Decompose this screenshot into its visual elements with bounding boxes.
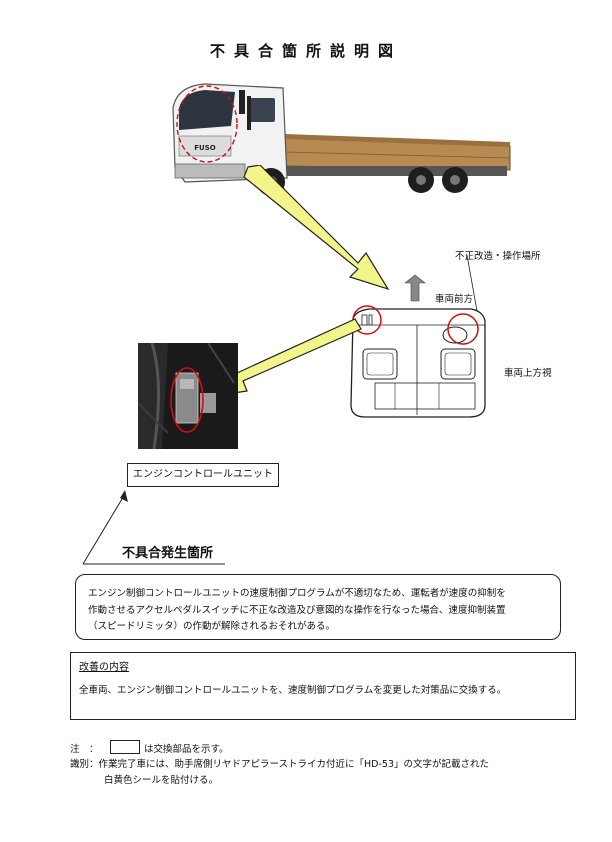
defect-description-box: エンジン制御コントロールユニットの速度制御プログラムが不適切なため、運転者が速度… <box>75 574 561 640</box>
id-row: 識別：作業完了車には、助手席側リヤドアピラーストライカ付近に「HD-53」の文字… <box>70 756 489 770</box>
replacement-part-legend-box <box>110 740 140 754</box>
note-label: 注 ： <box>70 744 99 755</box>
defect-line-2: 作動させるアクセルペダルスイッチに不正な改造及び意図的な操作を行なった場合、速度… <box>88 604 506 616</box>
truck-photo: FUSO <box>172 83 511 196</box>
label-vehicle-front: 車両前方 <box>435 294 474 305</box>
defect-heading: 不具合発生箇所 <box>122 546 214 561</box>
note-text: は交換部品を示す。 <box>144 744 229 755</box>
improvement-box: 改善の内容 全車両、エンジン制御コントロールユニットを、速度制御プログラムを変更… <box>70 652 576 720</box>
ecu-photo <box>138 343 238 449</box>
ecu-label-box: エンジンコントロールユニット <box>127 463 279 487</box>
truck-badge: FUSO <box>194 144 216 152</box>
steering-wheel-icon <box>442 326 468 344</box>
ecu-photo-highlight-circle <box>170 367 204 433</box>
page-title: 不具合箇所説明図 <box>209 42 402 60</box>
label-top-view: 車両上方視 <box>504 368 552 379</box>
id-label: 識別： <box>70 759 99 770</box>
pointer-arrow-truck <box>243 165 390 291</box>
label-illegal-site: 不正改造・操作場所 <box>455 251 541 262</box>
truck-highlight-circle <box>176 85 238 163</box>
id-line-1: 作業完了車には、助手席側リヤドアピラーストライカ付近に「HD-53」の文字が記載… <box>98 759 490 770</box>
improvement-body: 全車両、エンジン制御コントロールユニットを、速度制御プログラムを変更した対策品に… <box>79 685 507 696</box>
pedal-highlight-circle <box>447 313 479 345</box>
improvement-heading: 改善の内容 <box>79 662 129 673</box>
defect-line-1: エンジン制御コントロールユニットの速度制御プログラムが不適切なため、運転者が速度… <box>88 588 506 599</box>
front-arrow-icon <box>404 274 426 302</box>
vehicle-top-view <box>350 255 486 418</box>
defect-leader-line <box>82 490 225 565</box>
id-row-2: 白黄色シールを貼付ける。 <box>104 775 219 786</box>
defect-line-3: （スピードリミッタ）の作動が解除されるおそれがある。 <box>88 621 336 632</box>
note-row: 注 ： は交換部品を示す。 <box>70 740 229 755</box>
